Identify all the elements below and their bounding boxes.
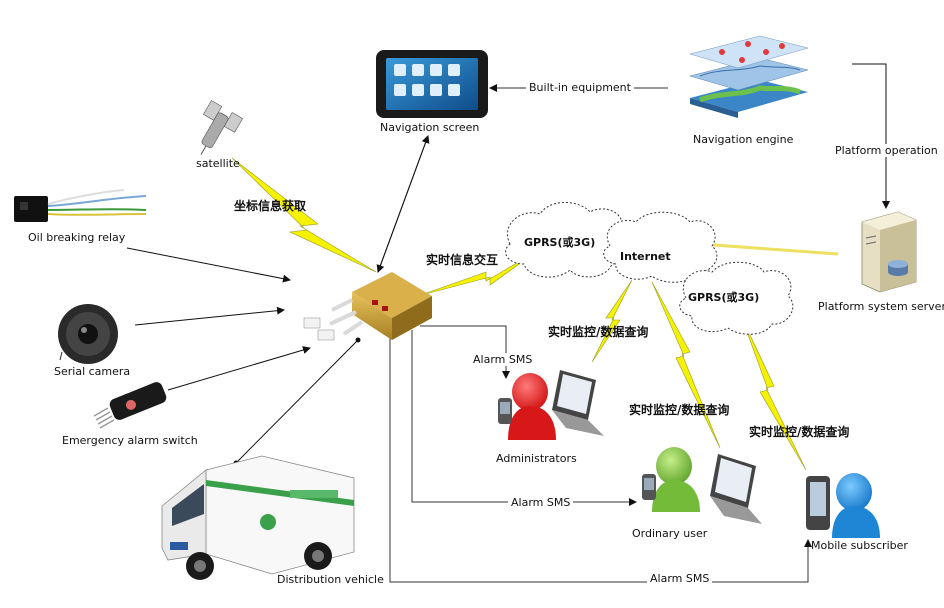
vehicle-link bbox=[235, 339, 359, 464]
distribution-vehicle-label: Distribution vehicle bbox=[277, 573, 384, 586]
platform-operation-arrow bbox=[852, 63, 890, 209]
ordinary-user-graphic bbox=[642, 447, 762, 524]
oil-relay-graphic bbox=[14, 189, 147, 222]
gprs-cloud-2-label: GPRS(或3G) bbox=[688, 291, 760, 304]
alarm-sms-admin-line bbox=[420, 325, 510, 379]
platform-server-label: Platform system server bbox=[818, 300, 944, 313]
coord-info-label: 坐标信息获取 bbox=[234, 199, 307, 213]
built-in-equipment-label: Built-in equipment bbox=[526, 81, 634, 94]
alarm-switch-arrow bbox=[167, 346, 311, 391]
server-link bbox=[699, 242, 839, 256]
alarm-sms-label-2: Alarm SMS bbox=[508, 496, 574, 509]
realtime-exchange-label: 实时信息交互 bbox=[426, 253, 499, 267]
gprs-cloud-1-label: GPRS(或3G) bbox=[524, 236, 596, 249]
administrator-graphic bbox=[498, 370, 604, 440]
navigation-screen-label: Navigation screen bbox=[380, 121, 480, 134]
administrators-label: Administrators bbox=[496, 452, 577, 465]
serial-camera-graphic bbox=[58, 304, 118, 364]
monitor-label-3: 实时监控/数据查询 bbox=[749, 425, 850, 439]
nav-screen-arrow-back bbox=[376, 135, 429, 273]
platform-operation-label: Platform operation bbox=[832, 144, 941, 157]
serial-camera-label: Serial camera bbox=[54, 365, 131, 378]
network-clouds bbox=[505, 202, 794, 335]
alarm-sms-label-1: Alarm SMS bbox=[470, 353, 536, 366]
relay-arrow bbox=[126, 247, 291, 283]
mobile-subscriber-label: Mobile subscriber bbox=[811, 539, 908, 552]
ordinary-user-label: Ordinary user bbox=[632, 527, 708, 540]
lightning-bolts bbox=[231, 157, 807, 471]
satellite-label: satellite bbox=[196, 157, 240, 170]
platform-server-graphic bbox=[861, 211, 917, 293]
oil-relay-label: Oil breaking relay bbox=[28, 231, 126, 244]
mobile-subscriber-graphic bbox=[806, 473, 880, 538]
navigation-engine-graphic bbox=[689, 35, 809, 118]
internet-cloud-label: Internet bbox=[620, 250, 671, 263]
monitor-label-2: 实时监控/数据查询 bbox=[629, 403, 730, 417]
camera-arrow bbox=[134, 306, 285, 326]
tracker-device-graphic bbox=[303, 272, 432, 341]
emergency-switch-graphic bbox=[93, 382, 167, 429]
monitor-label-1: 实时监控/数据查询 bbox=[548, 325, 649, 339]
navigation-engine-label: Navigation engine bbox=[693, 133, 794, 146]
distribution-vehicle-graphic bbox=[161, 455, 355, 580]
alarm-sms-mobile-line bbox=[389, 330, 812, 583]
satellite-graphic bbox=[200, 100, 243, 155]
navigation-screen-device bbox=[376, 50, 488, 118]
emergency-switch-label: Emergency alarm switch bbox=[62, 434, 198, 447]
alarm-sms-label-3: Alarm SMS bbox=[647, 572, 713, 585]
